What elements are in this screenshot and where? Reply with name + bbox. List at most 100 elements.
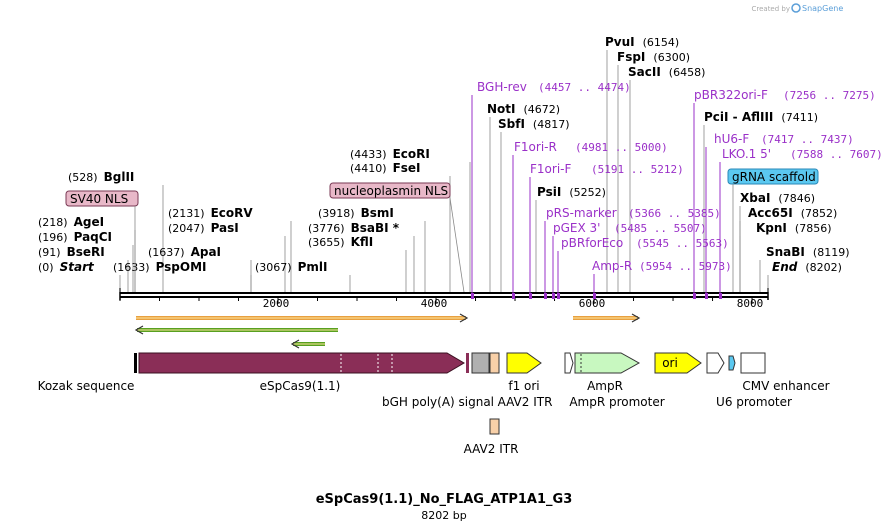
feature-label: Kozak sequence <box>38 379 135 393</box>
feature-label: U6 promoter <box>716 395 792 409</box>
ruler-label: 4000 <box>421 297 448 310</box>
enzyme-label: XbaI (7846) <box>740 191 815 205</box>
primer-site-mark <box>719 293 722 299</box>
enzyme-position: (528) <box>68 171 98 184</box>
primer-name: F1ori-F <box>530 162 571 176</box>
primer-name: Amp-R <box>592 259 632 273</box>
f1-ori-feature <box>506 352 542 374</box>
enzyme-label: (1633)PspOMI <box>113 260 207 274</box>
nls-feature <box>466 353 469 373</box>
enzyme-position: (3655) <box>308 236 345 249</box>
ruler-label: 2000 <box>263 297 290 310</box>
enzyme-name: Acc65I <box>748 206 793 220</box>
feature-label: f1 ori <box>508 379 539 393</box>
enzyme-position: (218) <box>38 216 68 229</box>
enzyme-label: (2131)EcoRV <box>168 206 253 220</box>
enzyme-position: (8119) <box>813 246 850 259</box>
primer-range: (7256 .. 7275) <box>783 89 876 102</box>
primer-range: (5954 .. 5973) <box>639 260 732 273</box>
primer-name: hU6-F <box>714 132 749 146</box>
brand-text: SnapGene <box>802 4 843 13</box>
enzyme-label: KpnI(7856) <box>756 221 831 235</box>
map-title: eSpCas9(1.1)_No_FLAG_ATP1A1_G3 <box>316 492 573 507</box>
ampr-promoter-feature <box>564 352 574 374</box>
primer-site-mark <box>512 293 515 299</box>
feature-label: CMV enhancer <box>742 379 829 393</box>
enzyme-name: PsiI <box>537 185 561 199</box>
primer-name: pRS-marker <box>546 206 617 220</box>
enzyme-position: (1637) <box>148 246 185 259</box>
enzyme-label: Acc65I(7852) <box>748 206 837 220</box>
primer-range: (5485 .. 5507) <box>614 222 707 235</box>
enzyme-name: PciI - AflIII <box>704 110 773 124</box>
feature-box-nucleoplasmin-nls <box>329 182 451 199</box>
enzyme-label: (3776) BsaBI * <box>308 221 400 235</box>
primer-site-mark <box>693 293 696 299</box>
ampr-feature <box>574 352 641 374</box>
primer-range: (7417 .. 7437) <box>761 133 854 146</box>
enzyme-position: (3067) <box>255 261 292 274</box>
orf-cas9-forward-arrow <box>459 313 469 323</box>
enzyme-position: (6300) <box>653 51 690 64</box>
enzyme-name: BsmI <box>361 206 394 220</box>
feature-box-grna-scaffold <box>727 168 819 185</box>
primer-site-mark <box>529 293 532 299</box>
enzyme-position: (4672) <box>524 103 561 116</box>
enzyme-label: (3655) KflI <box>308 235 373 249</box>
feature-label: AmpR <box>587 379 623 393</box>
enzyme-label: (0)Start <box>38 260 95 274</box>
enzyme-position: (5252) <box>569 186 606 199</box>
enzyme-name: XbaI <box>740 191 770 205</box>
enzyme-label: PciI - AflIII (7411) <box>704 110 818 124</box>
enzyme-position: (7411) <box>781 111 818 124</box>
enzyme-name: FseI <box>393 161 421 175</box>
enzyme-label: (1637)ApaI <box>148 245 221 259</box>
primer-site-mark <box>544 293 547 299</box>
ruler-label: 8000 <box>737 297 764 310</box>
enzyme-position: (4433) <box>350 148 387 161</box>
primer-range: (5366 .. 5385) <box>628 207 721 220</box>
kozak-feature <box>134 353 137 373</box>
enzyme-position: (196) <box>38 231 68 244</box>
cmv-enhancer-feature <box>740 352 766 374</box>
feature-box-label: gRNA scaffold <box>732 170 816 184</box>
feature-box-sv40-nls <box>65 190 139 207</box>
enzyme-name: FspI <box>617 50 645 64</box>
aav2-itr-feature <box>489 352 500 374</box>
enzyme-label: (218)AgeI <box>38 215 104 229</box>
nls-leader <box>449 197 465 293</box>
enzyme-name: BsaBI * <box>351 221 400 235</box>
primer-site-mark <box>552 293 555 299</box>
enzyme-name: PasI <box>211 221 239 235</box>
feature-label: AAV2 ITR <box>464 442 519 456</box>
enzyme-name: BglII <box>104 170 135 184</box>
enzyme-label: (3067)PmlI <box>255 260 327 274</box>
enzyme-label: SacII (6458) <box>628 65 705 79</box>
aav2-itr-feature-2 <box>489 418 500 435</box>
feature-label: AmpR promoter <box>569 395 664 409</box>
enzyme-position: (4817) <box>533 118 570 131</box>
orf-reverse-short-arrow <box>290 339 300 349</box>
enzyme-position: (2131) <box>168 207 205 220</box>
primer-site-mark <box>705 293 708 299</box>
credit-text: Created by <box>751 5 790 13</box>
u6-promoter-feature <box>706 352 725 374</box>
primer-name: pBRforEco <box>561 236 623 250</box>
enzyme-name: BseRI <box>67 245 105 259</box>
primer-range: (5191 .. 5212) <box>591 163 684 176</box>
enzyme-position: (7846) <box>778 192 815 205</box>
enzyme-label: (91) BseRI <box>38 245 105 259</box>
map-subtitle: 8202 bp <box>421 509 466 522</box>
enzyme-name: SacII <box>628 65 661 79</box>
enzyme-position: (6154) <box>643 36 680 49</box>
primer-range: (4981 .. 5000) <box>575 141 668 154</box>
enzyme-name: KflI <box>351 235 374 249</box>
enzyme-label: FspI (6300) <box>617 50 690 64</box>
enzyme-position: (91) <box>38 246 61 259</box>
enzyme-position: (6458) <box>669 66 706 79</box>
enzyme-position: (3776) <box>308 222 345 235</box>
enzyme-label: SbfI(4817) <box>498 117 570 131</box>
enzyme-label: (2047)PasI <box>168 221 239 235</box>
enzyme-label: End(8202) <box>772 260 842 274</box>
